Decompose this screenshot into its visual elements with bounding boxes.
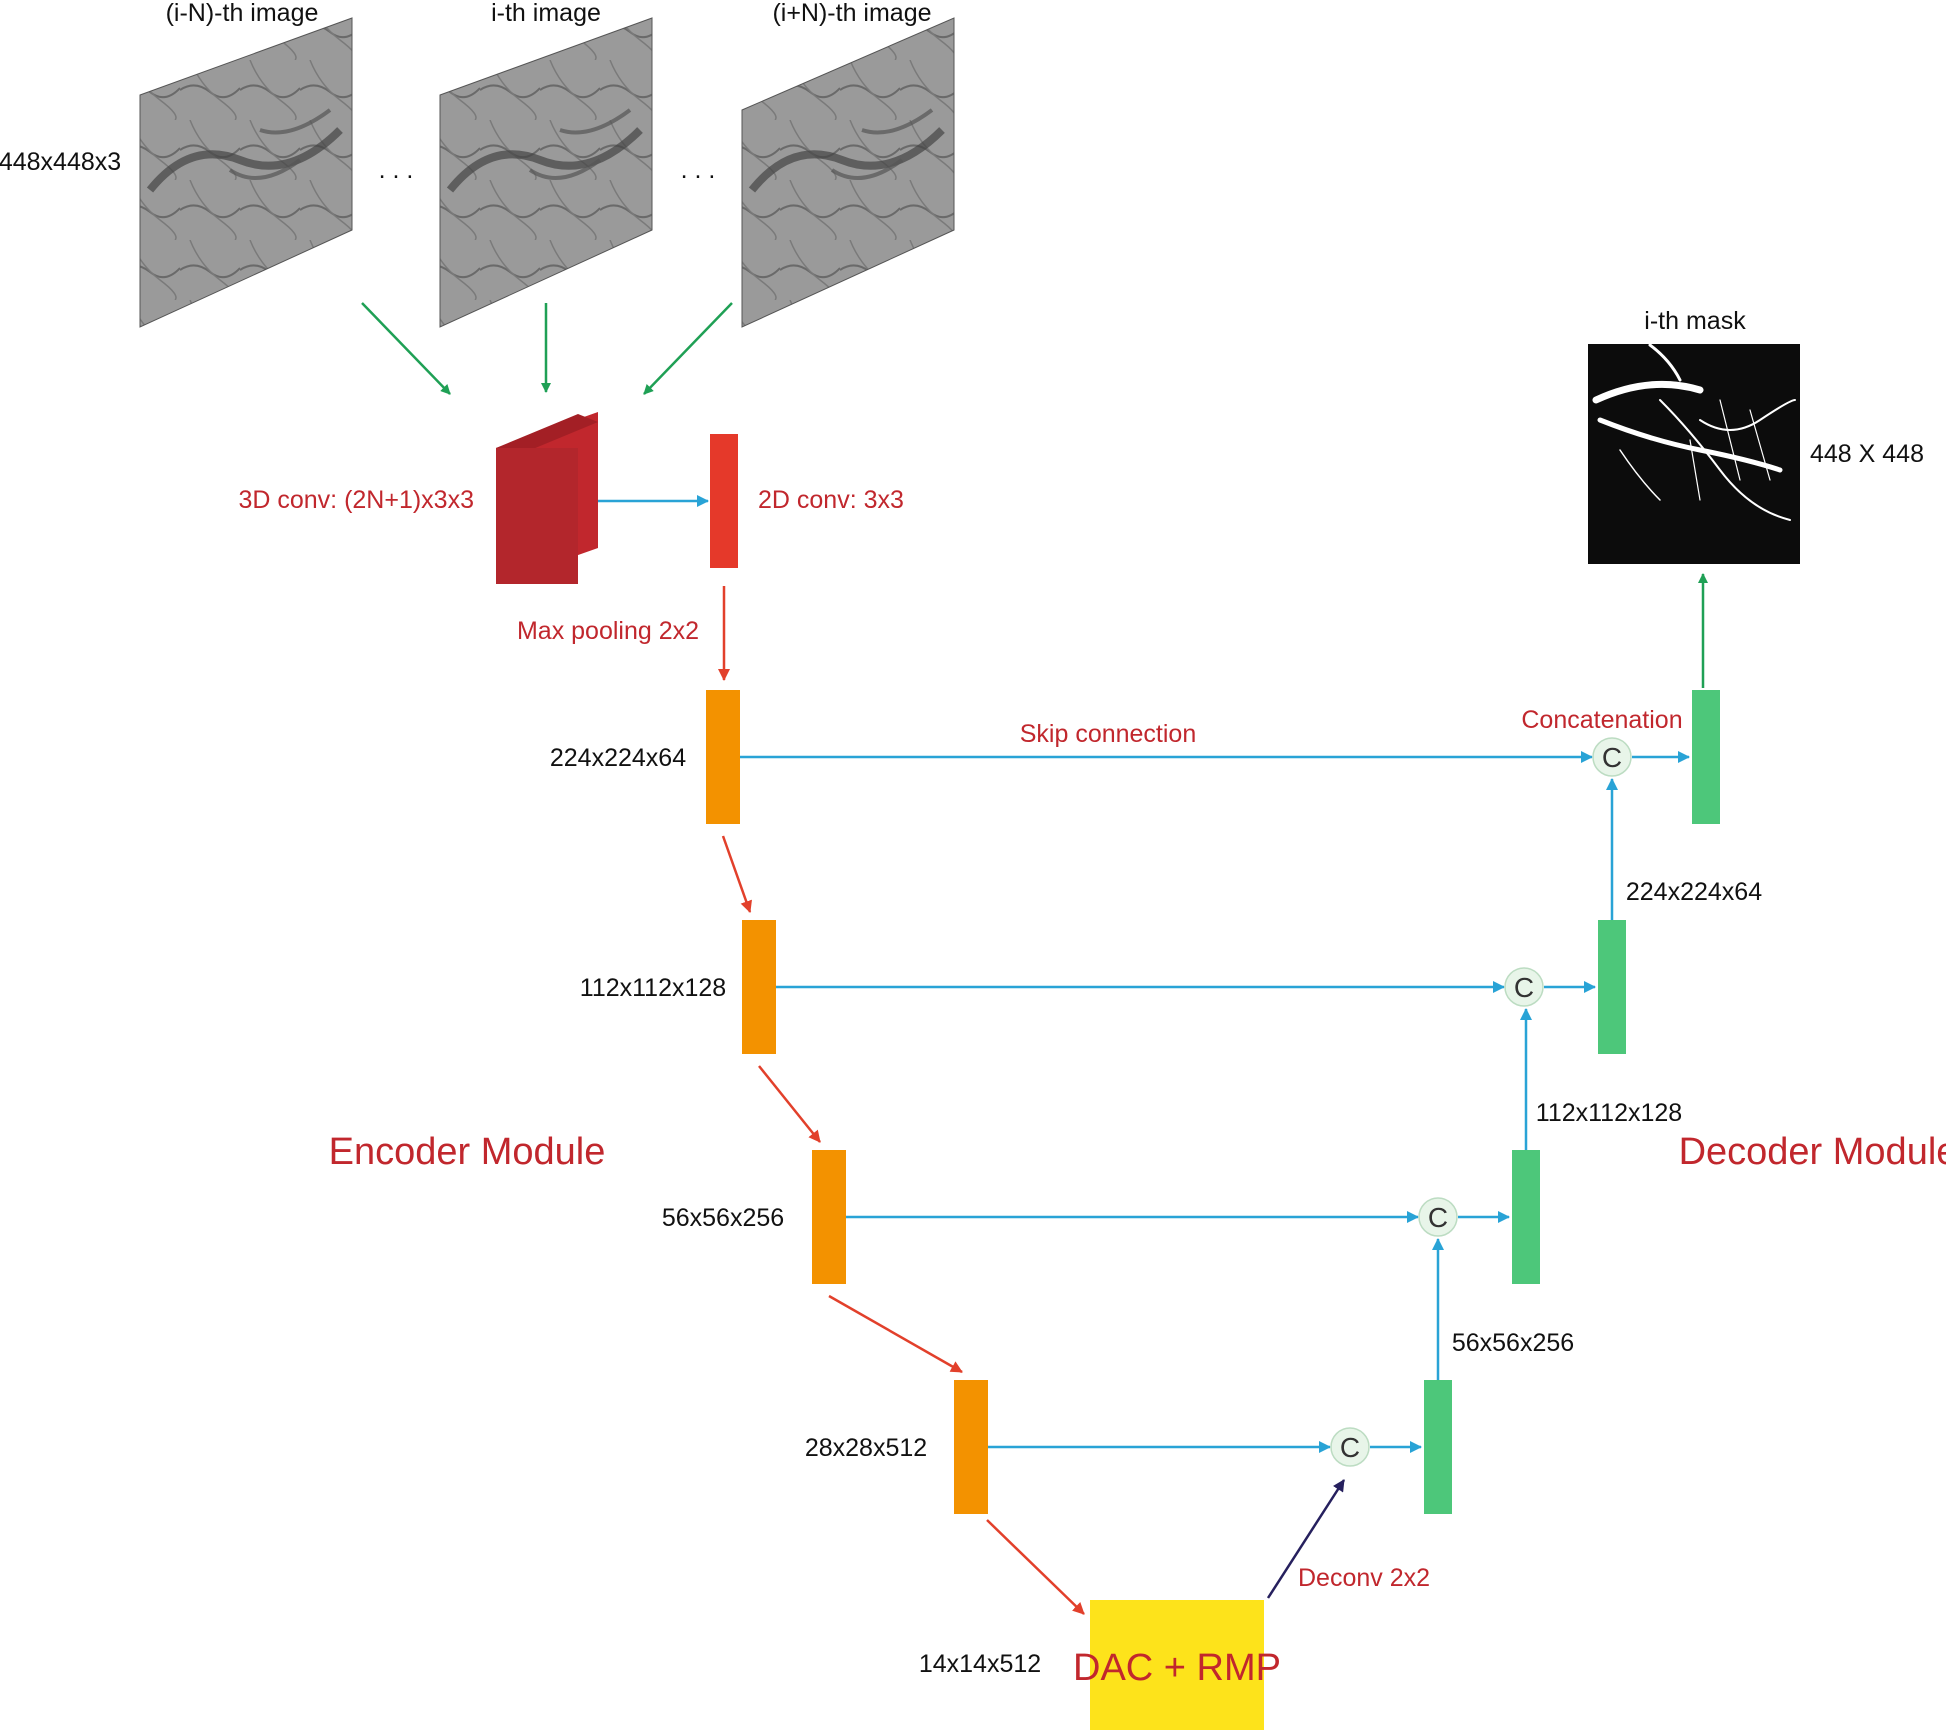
decoder-block-1: [1692, 690, 1720, 824]
encoder-block-3: [812, 1150, 846, 1284]
mask-vessels: [1592, 343, 1796, 521]
decoder-block-3: [1512, 1150, 1540, 1284]
vessel-branch-next: [830, 108, 934, 180]
arrow-next-to-conv3d: [643, 302, 733, 395]
concat-node-1: [1592, 737, 1632, 777]
mask-title: i-th mask: [1644, 307, 1746, 335]
input-frame-prev: (i-N)-th image: [139, 0, 353, 328]
mask-size-label: 448 X 448: [1810, 440, 1924, 468]
encoder-dims-label-2: 112x112x128: [580, 974, 726, 1002]
concat-node-2: [1504, 967, 1544, 1007]
encoder-module-title: Encoder Module: [329, 1131, 606, 1173]
decoder-block-2: [1598, 920, 1626, 1054]
encoder-block-1: [706, 690, 740, 824]
decoder-dims-label-2: 224x224x64: [1626, 878, 1762, 906]
frame-label-next: (i+N)-th image: [772, 0, 931, 27]
bottleneck-block: DAC + RMP 14x14x512: [919, 1600, 1281, 1730]
angiogram-image-next: [741, 17, 955, 328]
ellipsis-2: . . .: [681, 156, 716, 184]
encoder-blocks: 224x224x64 112x112x128 56x56x256 28x28x512: [550, 690, 1593, 1514]
frame-label-current: i-th image: [491, 0, 601, 27]
input-arrows: [361, 302, 733, 395]
decoder-block-4: [1424, 1380, 1452, 1514]
concat-symbol-2: C: [1514, 972, 1534, 1003]
arrow-enc4-to-bottleneck: [986, 1519, 1085, 1615]
skip-connection-label: Skip connection: [1020, 720, 1197, 748]
arrow-deconv: [1266, 1479, 1346, 1599]
arrow-downsample-2: [758, 1065, 821, 1143]
conv2d-block: 2D conv: 3x3: [710, 434, 904, 568]
concat-symbol-4: C: [1340, 1432, 1360, 1463]
vessel-branch-current: [528, 108, 632, 180]
conv3d-block: 3D conv: (2N+1)x3x3: [238, 412, 598, 584]
frame-label-prev: (i-N)-th image: [166, 0, 319, 27]
concatenation-label: Concatenation: [1521, 706, 1682, 734]
input-frames: 448x448x3 (i-N)-th image . . . i-th imag…: [0, 0, 955, 328]
output-mask: i-th mask 448 X 448: [1588, 307, 1924, 564]
conv3d-label: 3D conv: (2N+1)x3x3: [238, 486, 474, 514]
ellipsis-1: . . .: [379, 156, 414, 184]
arrow-downsample-1: [721, 835, 752, 913]
decoder-module-title: Decoder Module: [1679, 1131, 1946, 1173]
vessel-mark-next: [748, 127, 945, 193]
concat-symbol-3: C: [1428, 1202, 1448, 1233]
input-frame-next: (i+N)-th image: [741, 0, 955, 328]
concat-node-3: [1418, 1197, 1458, 1237]
encoder-dims-label-3: 56x56x256: [662, 1204, 784, 1232]
pool-label: Max pooling 2x2: [517, 617, 699, 645]
conv2d-label: 2D conv: 3x3: [758, 486, 904, 514]
encoder-dims-label-4: 28x28x512: [805, 1434, 927, 1462]
arrow-prev-to-conv3d: [361, 302, 451, 395]
conv3d-top: [496, 414, 598, 456]
dac-rmp-box: [1090, 1600, 1264, 1730]
angiogram-image-current: [439, 17, 653, 328]
vessel-mark-prev: [146, 127, 343, 193]
deconv-label: Deconv 2x2: [1298, 1564, 1430, 1592]
mask-image: [1588, 344, 1800, 564]
decoder-blocks: C C C C 224x224x64 112x112x128 56x56x256: [1330, 690, 1762, 1514]
input-frame-current: i-th image: [439, 0, 653, 328]
conv3d-front: [496, 448, 578, 584]
concat-symbol-1: C: [1602, 742, 1622, 773]
concat-node-4: [1330, 1427, 1370, 1467]
input-size-label: 448x448x3: [0, 148, 121, 176]
encoder-block-4: [954, 1380, 988, 1514]
conv2d-rect: [710, 434, 738, 568]
encoder-dims-label-1: 224x224x64: [550, 744, 686, 772]
dac-rmp-label: DAC + RMP: [1073, 1647, 1281, 1689]
angiogram-image-prev: [139, 17, 353, 328]
arrow-downsample-3: [828, 1294, 963, 1374]
bottleneck-dims: 14x14x512: [919, 1650, 1041, 1678]
vessel-branch-prev: [228, 108, 332, 180]
decoder-dims-label-3: 112x112x128: [1536, 1099, 1682, 1127]
decoder-dims-label-4: 56x56x256: [1452, 1329, 1574, 1357]
vessel-mark-current: [446, 127, 643, 193]
encoder-block-2: [742, 920, 776, 1054]
